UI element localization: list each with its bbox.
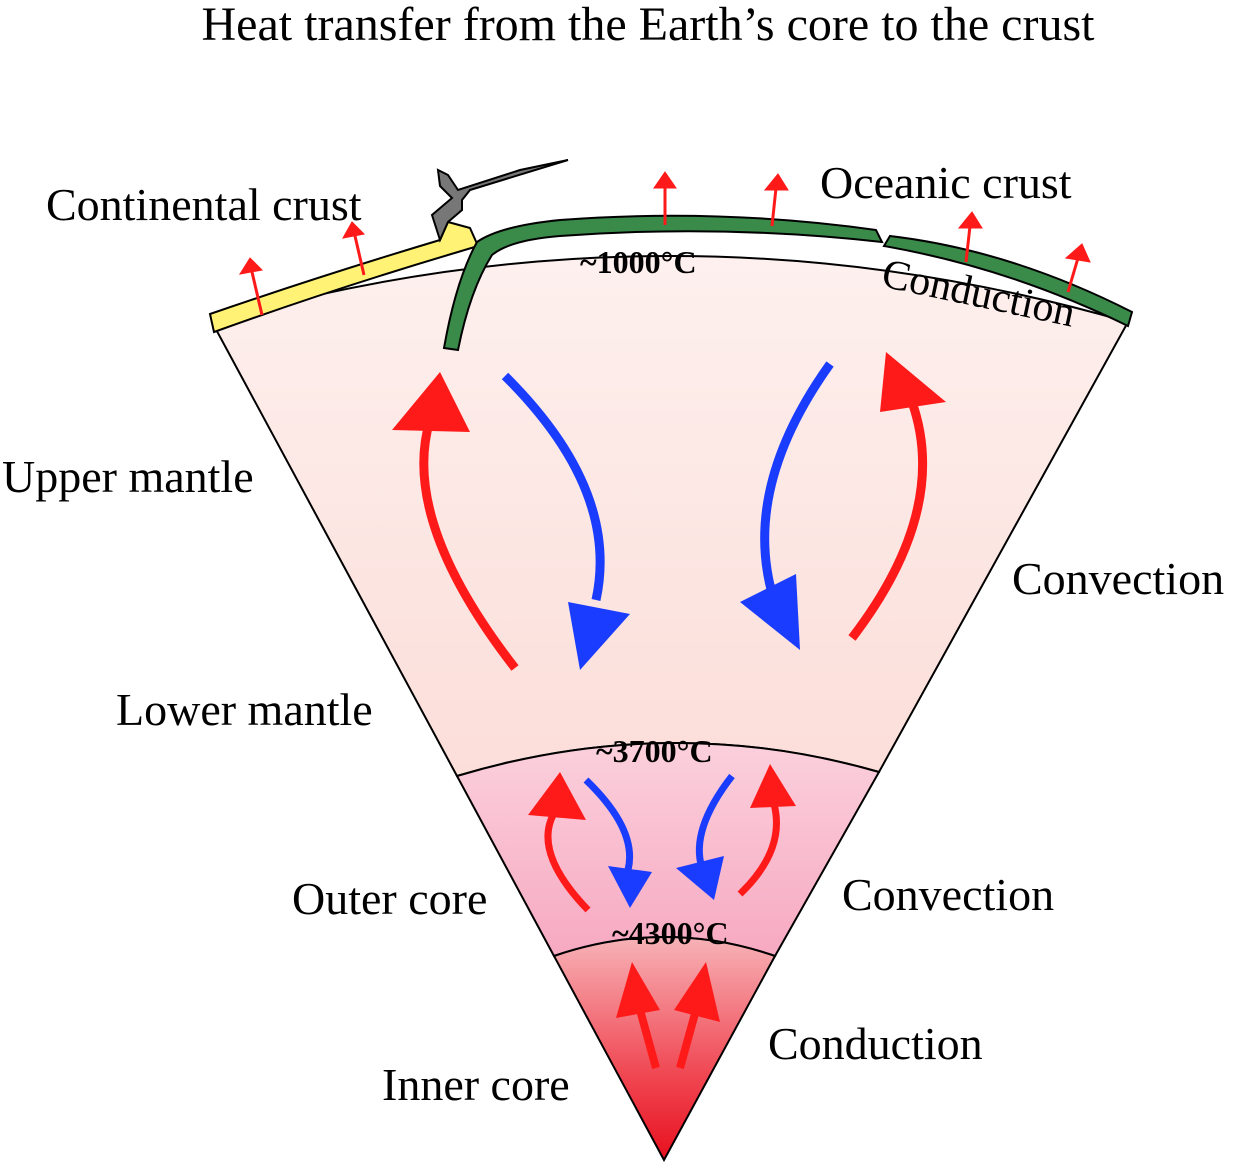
inner-core-conduction-label: Conduction bbox=[768, 1018, 983, 1069]
crust-arrow bbox=[763, 173, 789, 227]
inner-core-label: Inner core bbox=[382, 1059, 570, 1110]
crust-arrow bbox=[1064, 243, 1091, 293]
temp-mantle-core: ~3700°C bbox=[596, 733, 713, 769]
temp-crust-mantle: ~1000°C bbox=[580, 244, 697, 280]
oceanic-crust-plate-left bbox=[442, 214, 884, 352]
crust-arrow bbox=[342, 221, 366, 276]
crust-heat-arrows bbox=[238, 171, 1091, 316]
mountain-shape bbox=[430, 159, 569, 243]
mantle-sinking-arrow-left bbox=[501, 372, 605, 601]
core-sinking-arrowhead-left bbox=[608, 866, 652, 908]
outer-core-convection-label: Convection bbox=[842, 869, 1054, 920]
crust-arrow bbox=[238, 257, 264, 316]
mantle-rising-arrowhead-left bbox=[392, 372, 470, 432]
oceanic-crust-label: Oceanic crust bbox=[820, 157, 1072, 208]
mantle-sinking-arrowhead-left bbox=[568, 602, 630, 670]
core-sinking-arrowhead-right bbox=[676, 856, 724, 900]
diagram-title: Heat transfer from the Earth’s core to t… bbox=[202, 0, 1096, 51]
lower-mantle-label: Lower mantle bbox=[116, 684, 373, 735]
mantle-rising-arrow-right bbox=[848, 400, 928, 641]
core-rising-arrow-right bbox=[737, 803, 780, 897]
core-rising-arrowhead-right bbox=[750, 764, 796, 808]
crust-arrow bbox=[653, 171, 677, 225]
core-sinking-arrow-right bbox=[695, 773, 735, 870]
crust-arrow bbox=[957, 211, 983, 263]
oceanic-crust-plate-right bbox=[882, 234, 1134, 328]
outer-core-label: Outer core bbox=[292, 873, 487, 924]
continental-crust-label: Continental crust bbox=[46, 179, 362, 230]
core-rising-arrowhead-left bbox=[528, 772, 586, 820]
mantle-sinking-arrow-right bbox=[760, 361, 834, 602]
upper-mantle-label: Upper mantle bbox=[2, 451, 254, 502]
mantle-convection-label: Convection bbox=[1012, 553, 1224, 604]
mantle-rising-arrowhead-right bbox=[880, 352, 946, 412]
mantle-rising-arrow-left bbox=[419, 418, 519, 671]
temp-outer-inner-core: ~4300°C bbox=[612, 915, 729, 951]
inner-core-layer bbox=[552, 936, 777, 1163]
outer-core-convection-arrows bbox=[528, 764, 796, 913]
core-sinking-arrow-left bbox=[583, 777, 634, 871]
inner-core-conduction-arrows bbox=[616, 962, 720, 1070]
mantle-sinking-arrowhead-right bbox=[740, 574, 800, 650]
mantle-convection-arrows bbox=[392, 352, 946, 671]
core-rising-arrow-left bbox=[544, 808, 591, 913]
